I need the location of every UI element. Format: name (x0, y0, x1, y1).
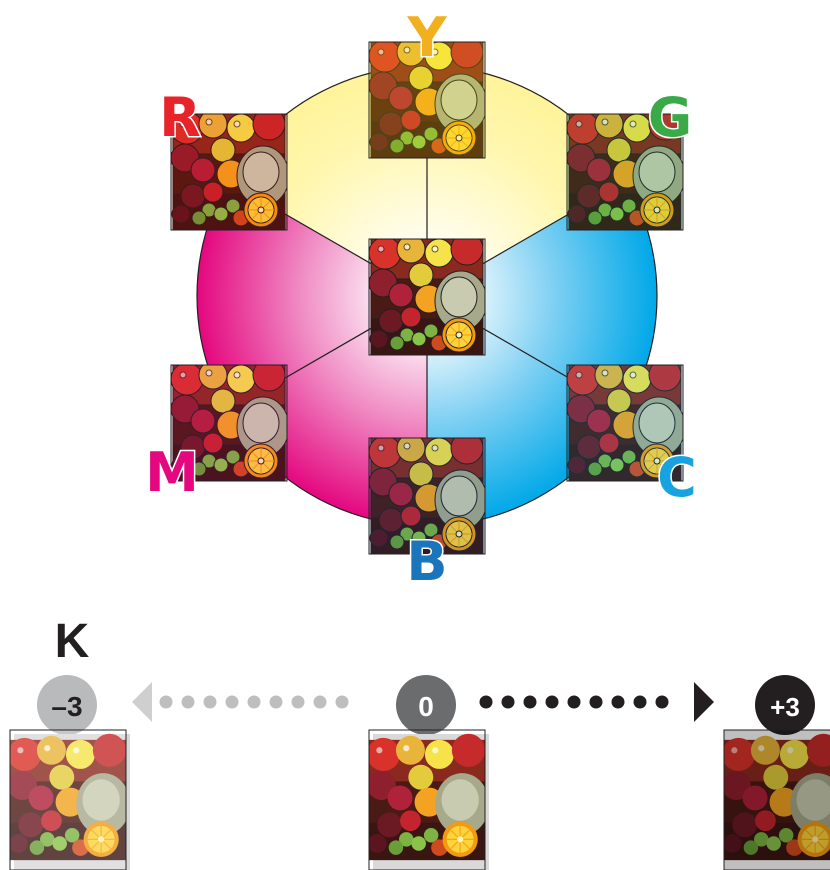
scale-dot (225, 695, 239, 709)
label-c: C (657, 446, 697, 509)
label-r: R (159, 86, 201, 149)
label-g: G (648, 86, 692, 149)
min-label: –3 (51, 691, 82, 722)
scale-dot (335, 695, 349, 709)
thumbnail-cyan (566, 364, 684, 482)
scale-dot (633, 695, 647, 709)
black-thumbnails (9, 729, 830, 870)
thumbnail-k-zero (368, 729, 489, 870)
scale-title: K (55, 615, 90, 668)
thumbnail-center (368, 238, 486, 356)
right-dots (479, 695, 669, 709)
max-circle (755, 675, 815, 735)
mid-circle (396, 675, 456, 735)
thumbnails (170, 41, 684, 555)
black-scale: K –3 0 +3 (37, 615, 815, 735)
scale-dot (523, 695, 537, 709)
thumbnail-magenta (170, 364, 288, 482)
scale-dot (203, 695, 217, 709)
label-m: M (145, 441, 199, 504)
scale-dot (269, 695, 283, 709)
thumbnail-blue (368, 437, 486, 555)
scale-dot (313, 695, 327, 709)
scale-dot (159, 695, 173, 709)
thumbnail-k-plus (723, 729, 830, 870)
min-circle (37, 675, 97, 735)
scale-dot (479, 695, 493, 709)
left-arrow-icon (132, 682, 152, 722)
scale-dot (545, 695, 559, 709)
scale-dot (611, 695, 625, 709)
thumbnail-yellow (368, 41, 486, 159)
left-dots (159, 695, 349, 709)
scale-dot (291, 695, 305, 709)
scale-dot (589, 695, 603, 709)
thumbnail-k-minus (9, 729, 130, 870)
scale-dot (501, 695, 515, 709)
scale-dot (655, 695, 669, 709)
max-label: +3 (770, 692, 800, 722)
scale-dot (181, 695, 195, 709)
mid-label: 0 (418, 691, 434, 722)
scale-dot (567, 695, 581, 709)
scale-dot (247, 695, 261, 709)
label-b: B (406, 530, 447, 593)
right-arrow-icon (694, 682, 714, 722)
thumbnail-green (566, 113, 684, 231)
label-y: Y (406, 6, 447, 69)
thumbnail-red (170, 113, 288, 231)
